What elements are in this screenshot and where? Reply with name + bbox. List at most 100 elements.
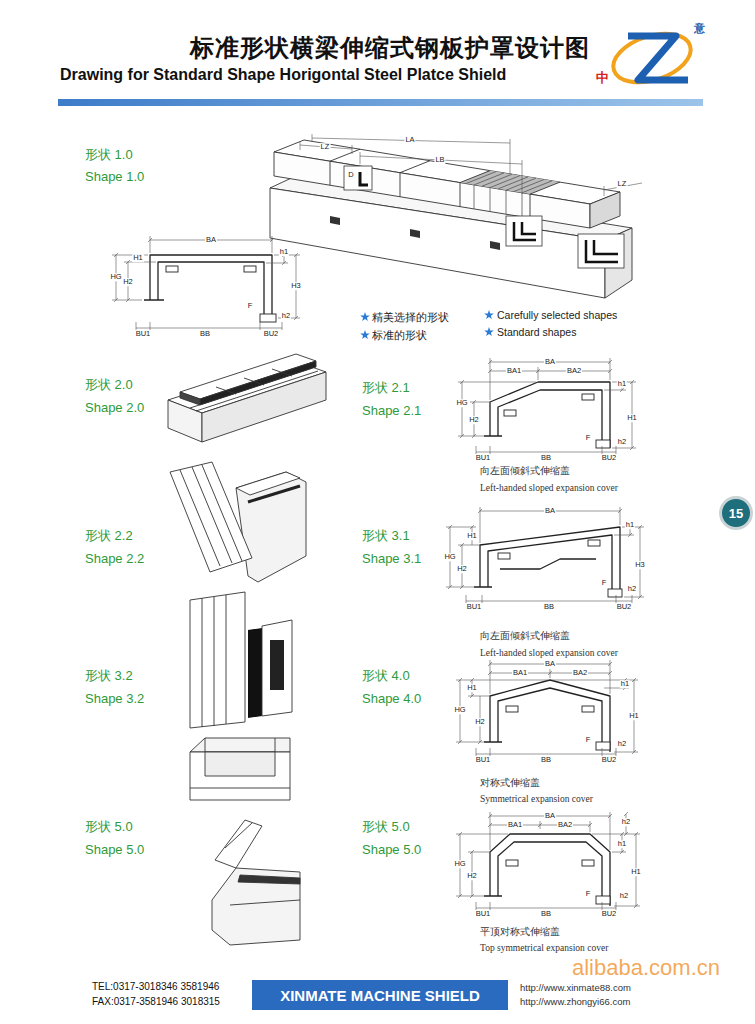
shape-2-2-sketch: [170, 462, 252, 572]
box-cover-sketch: [190, 738, 290, 800]
machine-cover-illustration: [410, 229, 420, 238]
dimension-label: H1: [466, 532, 478, 540]
dimension-label: BU2: [616, 603, 633, 611]
shape-label: Shape 5.0: [362, 842, 421, 858]
dimension-label: h2: [619, 892, 629, 900]
shape-3-1-section: [498, 553, 510, 559]
dimension-label: BA1: [507, 821, 523, 829]
shape-4-0-section: [506, 706, 518, 712]
dimension-label: LZ: [320, 143, 331, 151]
shape-2-1-section: [582, 394, 594, 400]
dimension-label: BB: [199, 330, 211, 338]
shape-5-0-section: [506, 860, 518, 866]
dimension-label: H1: [630, 868, 642, 876]
shape-3-1-section: [446, 507, 644, 603]
shape-2-0-sketch: [180, 354, 316, 399]
machine-cover-illustration: [578, 234, 624, 268]
caption-text: 平顶对称式伸缩盖: [480, 926, 560, 938]
shape-5-0-sketch: [215, 820, 262, 868]
box-cover-sketch: [190, 738, 290, 788]
shape-2-2-sketch: [236, 472, 300, 495]
shape-3-1-section: [474, 527, 620, 597]
dimension-label: HG: [109, 273, 122, 281]
dimension-label: h2: [617, 740, 627, 748]
dimension-label: h1: [279, 248, 289, 256]
shape-2-2-sketch: [248, 486, 300, 502]
dimension-label: LA: [404, 136, 415, 144]
dimension-label: BA1: [506, 367, 522, 375]
shape-2-2-sketch: [180, 465, 242, 566]
shape-5-0-section: [456, 812, 640, 910]
logo-mark: [628, 36, 688, 80]
machine-cover-illustration: [344, 166, 372, 190]
shape-label: Shape 2.2: [85, 551, 144, 567]
dimension-label: H1: [132, 254, 144, 262]
website-url: http://www.zhongyi66.com: [520, 996, 630, 1008]
dimension-label: H1: [628, 712, 640, 720]
shape-2-0-sketch: [200, 361, 316, 405]
machine-cover-illustration: [514, 222, 536, 240]
shape-1-section: [260, 314, 276, 322]
shape-label: Shape 3.2: [85, 691, 144, 707]
star-bullet: [484, 327, 494, 336]
dimension-label: H1: [466, 684, 478, 692]
feature-note: 精美选择的形状: [372, 311, 449, 324]
caption-text: Left-handed sloped expansion cover: [480, 647, 618, 659]
star-bullet: [360, 312, 370, 321]
shape-label: Shape 1.0: [85, 169, 144, 185]
shape-4-0-section: [456, 660, 638, 756]
caption-text: 对称式伸缩盖: [480, 777, 540, 789]
machine-cover-illustration: [330, 216, 500, 250]
shape-5-0-sketch: [212, 868, 300, 945]
machine-cover-illustration: [490, 241, 500, 250]
dimension-label: BB: [540, 756, 552, 764]
vertical-cover-sketch: [202, 595, 226, 727]
dimension-label: BU1: [475, 454, 492, 462]
dimension-label: BU2: [601, 756, 618, 764]
dimension-label: F: [585, 434, 592, 442]
machine-cover-illustration: [586, 240, 618, 262]
dimension-label: BU2: [601, 910, 618, 918]
feature-note: Standard shapes: [497, 326, 576, 339]
shape-label: Shape 4.0: [362, 691, 421, 707]
star-bullet: [484, 310, 494, 319]
dimension-label: BB: [540, 910, 552, 918]
contact-text: FAX:0317-3581946 3018315: [92, 996, 220, 1008]
page-number: 15: [729, 506, 743, 521]
shape-3-1-section: [588, 540, 600, 546]
dimension-label: h2: [621, 818, 631, 826]
machine-cover-illustration: [460, 171, 560, 195]
dimension-label: BB: [540, 454, 552, 462]
english-title: Drawing for Standard Shape Horigontal St…: [60, 66, 506, 84]
vertical-cover-sketch: [190, 592, 292, 728]
machine-cover-illustration: [274, 152, 590, 228]
feature-note: 标准的形状: [372, 329, 427, 342]
dimension-label: BU1: [466, 603, 483, 611]
dimension-label: h1: [625, 521, 635, 529]
dimension-label: BA2: [566, 367, 582, 375]
dimension-label: BU2: [263, 330, 280, 338]
dimension-label: BA2: [572, 669, 588, 677]
dimension-label: BA: [544, 660, 556, 668]
shape-label: Shape 3.1: [362, 551, 421, 567]
dimension-label: BU1: [135, 330, 152, 338]
shape-5-0-section: [596, 896, 610, 904]
machine-cover-illustration: [330, 216, 340, 225]
footer-band: XINMATE MACHINE SHIELD: [252, 980, 508, 1010]
shape-1-section: [112, 236, 300, 330]
dimension-label: HG: [453, 860, 466, 868]
dimension-label: F: [585, 736, 592, 744]
shape-label: 形状 2.0: [85, 377, 133, 393]
dimension-label: BA: [544, 358, 556, 366]
machine-cover-illustration: [270, 134, 642, 298]
shape-2-0-sketch: [216, 369, 292, 394]
machine-cover-illustration: [300, 134, 642, 196]
shape-label: 形状 2.1: [362, 380, 410, 396]
shape-5-0-section: [456, 812, 640, 910]
shape-2-0-sketch: [180, 392, 200, 405]
shape-2-1-section: [504, 410, 516, 416]
machine-cover-illustration: [506, 216, 542, 246]
dimension-label: BA2: [557, 821, 573, 829]
dimension-label: HG: [443, 553, 456, 561]
shape-4-0-section: [484, 680, 610, 752]
